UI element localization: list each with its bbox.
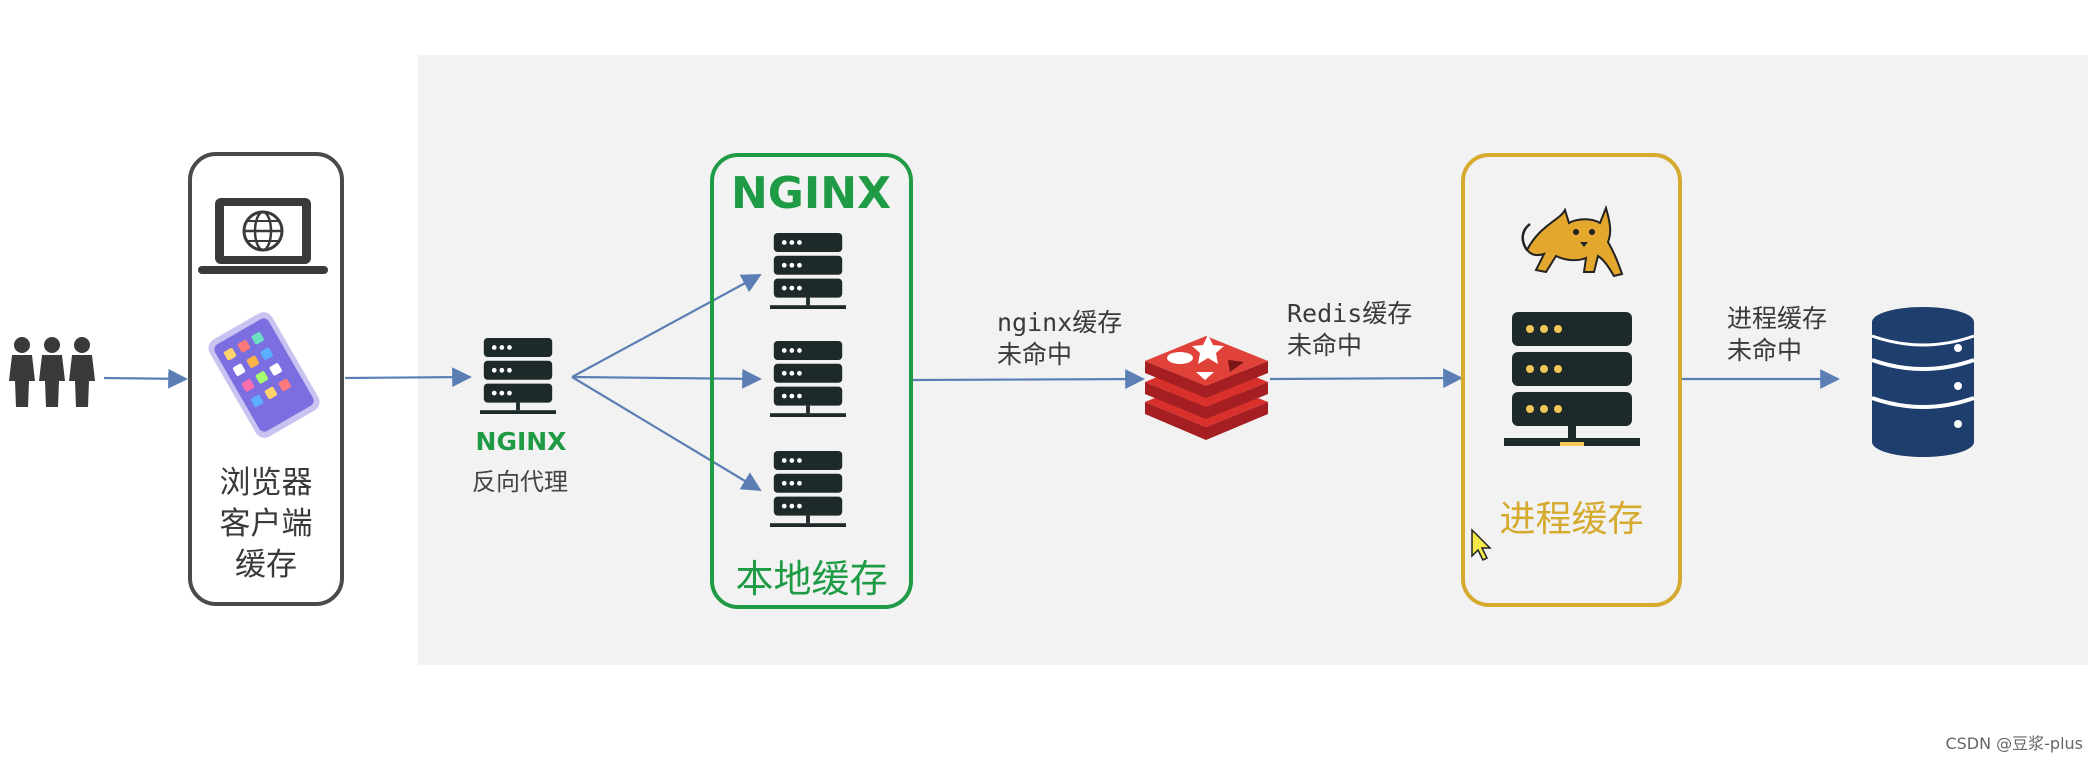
arrow-users-to-client xyxy=(103,368,188,389)
process-server-icon xyxy=(1504,312,1640,446)
local-cache-label: 本地缓存 xyxy=(735,557,888,601)
arrows xyxy=(103,274,1840,492)
nginx-miss-label: nginx缓存 未命中 xyxy=(997,308,1123,369)
watermark: CSDN @豆浆-plus xyxy=(1945,734,2083,753)
phone-icon xyxy=(208,312,320,438)
proxy-label: 反向代理 xyxy=(472,468,568,496)
redis-miss-label: Redis缓存 未命中 xyxy=(1287,299,1413,360)
laptop-globe-icon xyxy=(198,198,328,274)
arrow-proxy-to-nginx1 xyxy=(571,274,762,378)
process-cache-label: 进程缓存 xyxy=(1499,499,1644,540)
arrow-nginx-to-redis xyxy=(912,369,1145,389)
nginx-logo: NGINX xyxy=(731,168,891,219)
arrow-proxy-to-nginx2 xyxy=(571,368,762,389)
client-label: 浏览器 客户端 缓存 xyxy=(219,465,313,583)
proxy-server-icon xyxy=(480,338,556,414)
process-miss-label: 进程缓存 未命中 xyxy=(1727,304,1828,365)
redis-icon xyxy=(1145,335,1268,440)
users-icon xyxy=(9,337,95,407)
client-box xyxy=(188,152,344,606)
database-icon xyxy=(1871,307,1975,457)
process-cache-box xyxy=(1461,153,1682,607)
local-cache-box xyxy=(710,153,913,609)
arrow-client-to-proxy xyxy=(344,367,472,388)
proxy-nginx-logo: NGINX xyxy=(476,427,567,456)
arrow-redis-to-process xyxy=(1269,368,1463,388)
arrow-proxy-to-nginx3 xyxy=(571,376,762,492)
tomcat-icon xyxy=(1521,204,1624,278)
cursor-icon xyxy=(1471,528,1492,562)
